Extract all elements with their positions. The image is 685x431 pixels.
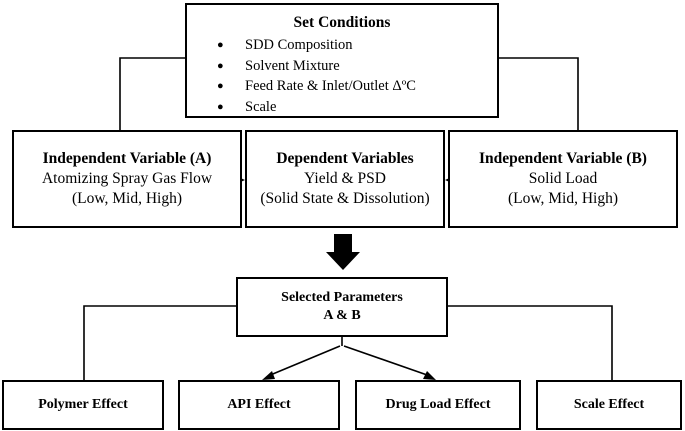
independent-b-line2: (Low, Mid, High) xyxy=(507,190,619,207)
polymer-effect-label: Polymer Effect xyxy=(38,397,128,412)
drug-load-effect-label: Drug Load Effect xyxy=(385,397,491,412)
connector-selected-to-scale xyxy=(448,305,613,380)
list-item: Scale xyxy=(217,97,416,118)
arrow-to-api-line xyxy=(267,345,341,377)
polymer-effect-box: Polymer Effect xyxy=(2,380,164,430)
independent-a-title: Independent Variable (A) xyxy=(42,150,212,167)
big-down-arrow xyxy=(326,234,360,270)
dependent-title: Dependent Variables xyxy=(276,150,414,167)
connector-set-to-ind-b xyxy=(499,57,579,130)
list-item: Solvent Mixture xyxy=(217,56,416,77)
drug-load-effect-box: Drug Load Effect xyxy=(355,380,521,430)
arrow-to-api-head xyxy=(262,371,275,380)
selected-parameters-box: Selected Parameters A & B xyxy=(236,277,448,337)
independent-variable-b-box: Independent Variable (B) Solid Load (Low… xyxy=(448,130,678,228)
dependent-line1: Yield & PSD xyxy=(304,170,386,187)
set-conditions-title: Set Conditions xyxy=(293,14,391,31)
independent-b-title: Independent Variable (B) xyxy=(479,150,647,167)
selected-title: Selected Parameters xyxy=(281,290,403,305)
connector-selected-to-polymer xyxy=(83,305,236,380)
list-item: Feed Rate & Inlet/Outlet ΔºC xyxy=(217,76,416,97)
api-effect-label: API Effect xyxy=(227,397,291,412)
set-conditions-box: Set Conditions SDD Composition Solvent M… xyxy=(185,3,499,118)
list-item: SDD Composition xyxy=(217,35,416,56)
scale-effect-label: Scale Effect xyxy=(573,397,645,412)
arrow-to-drugload-head xyxy=(423,371,436,380)
independent-a-line2: (Low, Mid, High) xyxy=(71,190,183,207)
independent-b-line1: Solid Load xyxy=(528,170,598,187)
dependent-line2: (Solid State & Dissolution) xyxy=(260,190,430,207)
dependent-variables-box: Dependent Variables Yield & PSD (Solid S… xyxy=(245,130,445,228)
api-effect-box: API Effect xyxy=(178,380,340,430)
selected-subtitle: A & B xyxy=(323,308,361,323)
independent-variable-a-box: Independent Variable (A) Atomizing Spray… xyxy=(12,130,242,228)
set-conditions-list: SDD Composition Solvent Mixture Feed Rat… xyxy=(217,35,416,117)
scale-effect-box: Scale Effect xyxy=(536,380,682,430)
arrow-to-drugload-line xyxy=(343,345,431,377)
connector-set-to-ind-a xyxy=(119,57,185,130)
independent-a-line1: Atomizing Spray Gas Flow xyxy=(41,170,213,187)
